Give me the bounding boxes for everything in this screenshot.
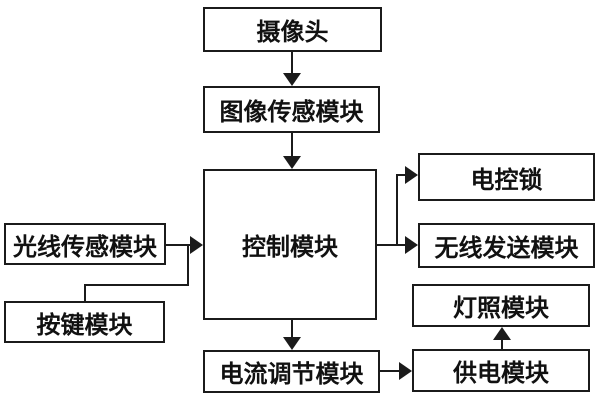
node-light-sensor-module-label: 光线传感模块 <box>13 234 157 261</box>
node-electric-lock-label: 电控锁 <box>470 167 543 194</box>
node-key-module: 按键模块 <box>4 301 165 343</box>
node-lighting-module: 灯照模块 <box>412 284 590 327</box>
connector-control-to-lock-horizontal <box>396 174 406 176</box>
node-image-sensor-module-label: 图像传感模块 <box>219 100 364 126</box>
connector-key-vertical <box>84 285 86 302</box>
connector-camera-to-image-sensor <box>291 52 293 76</box>
connector-image-sensor-to-control <box>291 133 293 158</box>
arrowhead-right-icon <box>405 236 418 254</box>
connector-control-to-wireless <box>377 244 406 246</box>
node-lighting-module-label: 灯照模块 <box>453 296 549 322</box>
connector-control-to-lock-riser <box>396 174 398 246</box>
node-power-supply-module-label: 供电模块 <box>453 361 549 387</box>
arrowhead-up-icon <box>493 327 511 340</box>
arrowhead-down-icon <box>283 73 301 86</box>
arrowhead-right-icon <box>399 362 412 380</box>
node-wireless-send-module-label: 无线发送模块 <box>434 236 579 262</box>
connector-key-horizontal <box>84 284 189 286</box>
node-camera-label: 摄像头 <box>256 20 329 46</box>
node-electric-lock: 电控锁 <box>418 153 595 201</box>
node-control-module: 控制模块 <box>203 169 377 320</box>
connector-control-to-current <box>291 320 293 339</box>
connector-power-to-lighting <box>501 338 503 349</box>
node-camera: 摄像头 <box>203 7 382 52</box>
node-control-module-label: 控制模块 <box>242 235 338 261</box>
node-current-regulation-module-label: 电流调节模块 <box>219 362 364 388</box>
node-key-module-label: 按键模块 <box>36 312 133 339</box>
node-image-sensor-module: 图像传感模块 <box>203 86 380 133</box>
connector-current-to-power <box>380 370 401 372</box>
arrowhead-right-icon <box>190 236 203 254</box>
arrowhead-down-icon <box>283 337 301 350</box>
arrowhead-right-icon <box>405 166 418 184</box>
connector-light-sensor-to-control <box>166 244 190 246</box>
node-wireless-send-module: 无线发送模块 <box>418 223 595 268</box>
connector-key-riser <box>187 245 189 286</box>
arrowhead-down-icon <box>283 156 301 169</box>
node-power-supply-module: 供电模块 <box>412 349 590 392</box>
node-light-sensor-module: 光线传感模块 <box>4 223 166 265</box>
node-current-regulation-module: 电流调节模块 <box>203 350 380 393</box>
